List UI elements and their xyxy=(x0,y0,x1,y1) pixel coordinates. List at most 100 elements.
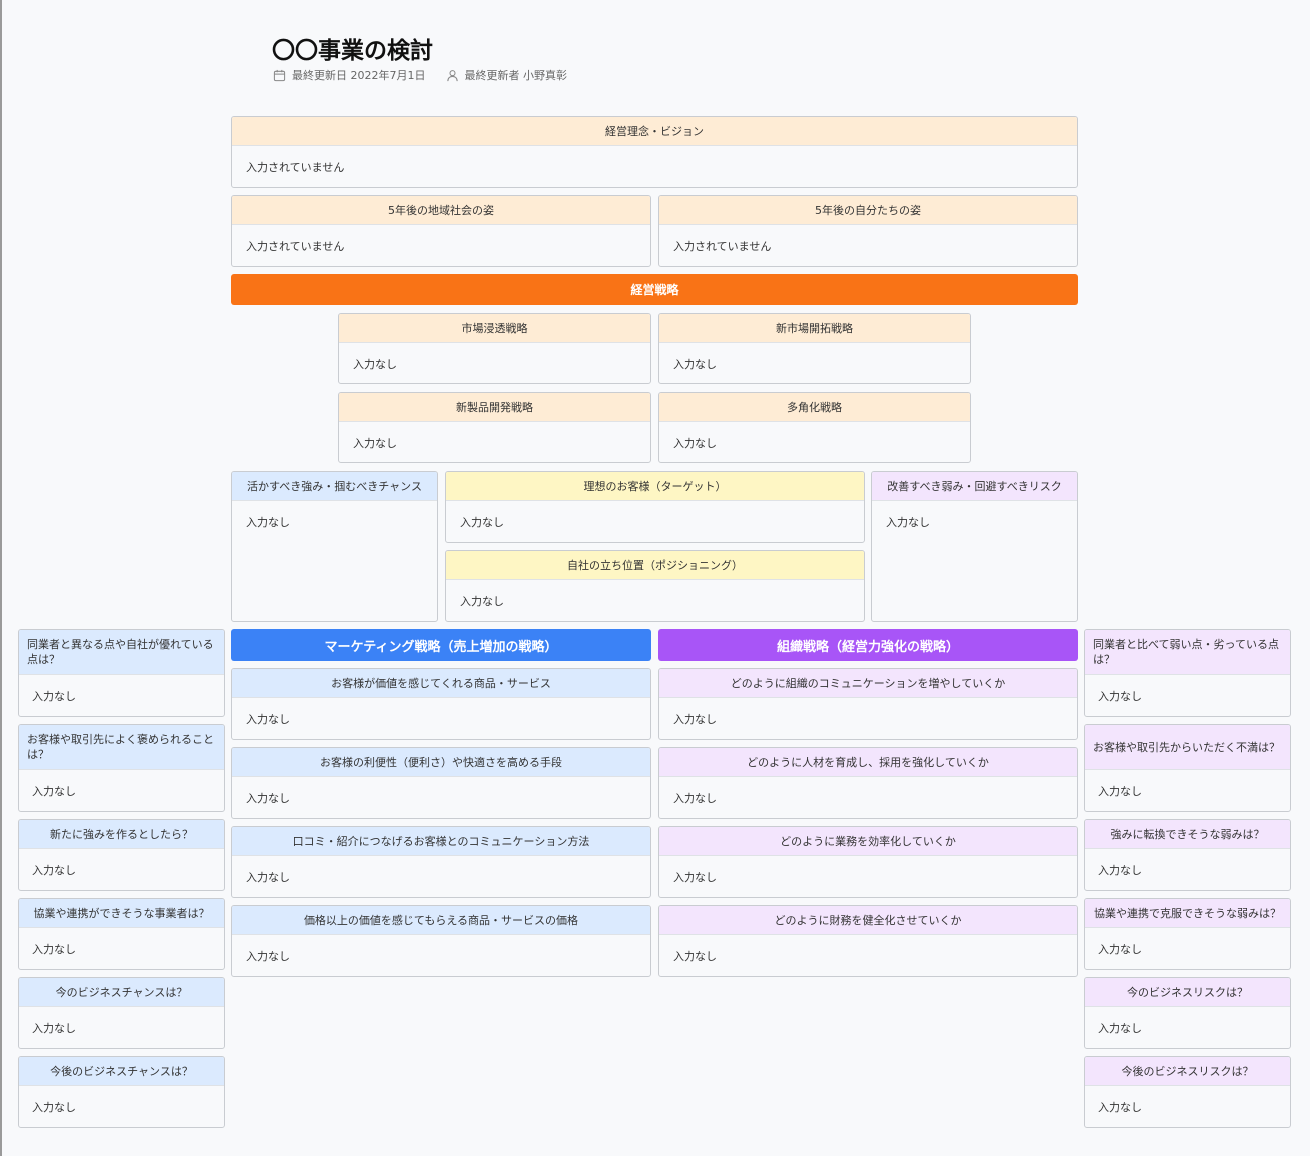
marketing-item[interactable]: 口コミ・紹介につなげるお客様とのコミュニケーション方法 入力なし xyxy=(231,826,651,898)
diversification-label: 多角化戦略 xyxy=(659,393,970,422)
left-question-card[interactable]: 今後のビジネスチャンスは？ 入力なし xyxy=(18,1056,225,1128)
left-question-value: 入力なし xyxy=(32,1101,76,1114)
organization-item[interactable]: どのように人材を育成し、採用を強化していくか 入力なし xyxy=(658,747,1078,819)
strengths-value: 入力なし xyxy=(246,516,290,529)
organization-item-value: 入力なし xyxy=(673,950,717,963)
marketing-item-value: 入力なし xyxy=(246,713,290,726)
target-card[interactable]: 理想のお客様（ターゲット） 入力なし xyxy=(445,471,865,543)
marketing-item-value: 入力なし xyxy=(246,950,290,963)
new-market-label: 新市場開拓戦略 xyxy=(659,314,970,343)
left-question-label: お客様や取引先によく褒められることは？ xyxy=(19,725,224,770)
weaknesses-label: 改善すべき弱み・回避すべきリスク xyxy=(872,472,1077,501)
right-question-card[interactable]: 協業や連携で克服できそうな弱みは？ 入力なし xyxy=(1084,898,1291,970)
organization-item-label: どのように組織のコミュニケーションを増やしていくか xyxy=(659,669,1077,698)
strengths-label: 活かすべき強み・掴むべきチャンス xyxy=(232,472,437,501)
right-question-card[interactable]: 強みに転換できそうな弱みは？ 入力なし xyxy=(1084,819,1291,891)
organization-item-label: どのように財務を健全化させていくか xyxy=(659,906,1077,935)
marketing-item-label: 価格以上の価値を感じてもらえる商品・サービスの価格 xyxy=(232,906,650,935)
left-question-card[interactable]: 今のビジネスチャンスは？ 入力なし xyxy=(18,977,225,1049)
ourselves-label: 5年後の自分たちの姿 xyxy=(659,196,1077,225)
target-label: 理想のお客様（ターゲット） xyxy=(446,472,864,501)
marketing-bar: マーケティング戦略（売上増加の戦略） xyxy=(231,629,651,661)
right-question-value: 入力なし xyxy=(1098,943,1142,956)
positioning-value: 入力なし xyxy=(460,595,504,608)
new-product-card[interactable]: 新製品開発戦略 入力なし xyxy=(338,392,651,463)
right-question-label: 今後のビジネスリスクは？ xyxy=(1085,1057,1290,1086)
community-value: 入力されていません xyxy=(246,240,345,253)
strategy-bar: 経営戦略 xyxy=(231,274,1078,305)
diversification-card[interactable]: 多角化戦略 入力なし xyxy=(658,392,971,463)
community-card[interactable]: 5年後の地域社会の姿 入力されていません xyxy=(231,195,651,267)
right-question-value: 入力なし xyxy=(1098,785,1142,798)
marketing-item[interactable]: 価格以上の価値を感じてもらえる商品・サービスの価格 入力なし xyxy=(231,905,651,977)
left-question-card[interactable]: 同業者と異なる点や自社が優れている点は？ 入力なし xyxy=(18,629,225,717)
target-value: 入力なし xyxy=(460,516,504,529)
page-title: 〇〇事業の検討 xyxy=(272,38,433,64)
left-question-label: 今後のビジネスチャンスは？ xyxy=(19,1057,224,1086)
penetration-card[interactable]: 市場浸透戦略 入力なし xyxy=(338,313,651,384)
organization-item-value: 入力なし xyxy=(673,792,717,805)
left-question-card[interactable]: お客様や取引先によく褒められることは？ 入力なし xyxy=(18,724,225,812)
marketing-item-label: お客様が価値を感じてくれる商品・サービス xyxy=(232,669,650,698)
new-market-value: 入力なし xyxy=(673,358,717,371)
weaknesses-card[interactable]: 改善すべき弱み・回避すべきリスク 入力なし xyxy=(871,471,1078,622)
weaknesses-value: 入力なし xyxy=(886,516,930,529)
right-question-label: 協業や連携で克服できそうな弱みは？ xyxy=(1085,899,1290,928)
left-question-value: 入力なし xyxy=(32,943,76,956)
organization-item-label: どのように業務を効率化していくか xyxy=(659,827,1077,856)
community-label: 5年後の地域社会の姿 xyxy=(232,196,650,225)
left-question-label: 協業や連携ができそうな事業者は？ xyxy=(19,899,224,928)
last-updated-text: 最終更新日 2022年7月1日 xyxy=(292,69,426,82)
ourselves-card[interactable]: 5年後の自分たちの姿 入力されていません xyxy=(658,195,1078,267)
left-question-value: 入力なし xyxy=(32,1022,76,1035)
left-question-value: 入力なし xyxy=(32,690,76,703)
left-question-value: 入力なし xyxy=(32,864,76,877)
organization-item-value: 入力なし xyxy=(673,713,717,726)
left-question-value: 入力なし xyxy=(32,785,76,798)
diversification-value: 入力なし xyxy=(673,437,717,450)
left-question-label: 今のビジネスチャンスは？ xyxy=(19,978,224,1007)
penetration-label: 市場浸透戦略 xyxy=(339,314,650,343)
organization-item[interactable]: どのように組織のコミュニケーションを増やしていくか 入力なし xyxy=(658,668,1078,740)
organization-item[interactable]: どのように業務を効率化していくか 入力なし xyxy=(658,826,1078,898)
right-question-label: 強みに転換できそうな弱みは？ xyxy=(1085,820,1290,849)
right-question-value: 入力なし xyxy=(1098,690,1142,703)
left-question-label: 新たに強みを作るとしたら？ xyxy=(19,820,224,849)
philosophy-card[interactable]: 経営理念・ビジョン 入力されていません xyxy=(231,116,1078,188)
right-question-label: 今のビジネスリスクは？ xyxy=(1085,978,1290,1007)
right-question-label: お客様や取引先からいただく不満は？ xyxy=(1085,725,1290,770)
penetration-value: 入力なし xyxy=(353,358,397,371)
positioning-card[interactable]: 自社の立ち位置（ポジショニング） 入力なし xyxy=(445,550,865,622)
organization-item[interactable]: どのように財務を健全化させていくか 入力なし xyxy=(658,905,1078,977)
right-question-card[interactable]: お客様や取引先からいただく不満は？ 入力なし xyxy=(1084,724,1291,812)
left-question-label: 同業者と異なる点や自社が優れている点は？ xyxy=(19,630,224,675)
left-question-card[interactable]: 協業や連携ができそうな事業者は？ 入力なし xyxy=(18,898,225,970)
marketing-item-label: 口コミ・紹介につなげるお客様とのコミュニケーション方法 xyxy=(232,827,650,856)
right-question-card[interactable]: 同業者と比べて弱い点・劣っている点は？ 入力なし xyxy=(1084,629,1291,717)
user-icon xyxy=(446,69,458,81)
last-updated: 最終更新日 2022年7月1日 xyxy=(273,67,426,83)
organization-item-label: どのように人材を育成し、採用を強化していくか xyxy=(659,748,1077,777)
strengths-card[interactable]: 活かすべき強み・掴むべきチャンス 入力なし xyxy=(231,471,438,622)
left-question-card[interactable]: 新たに強みを作るとしたら？ 入力なし xyxy=(18,819,225,891)
positioning-label: 自社の立ち位置（ポジショニング） xyxy=(446,551,864,580)
right-question-card[interactable]: 今のビジネスリスクは？ 入力なし xyxy=(1084,977,1291,1049)
last-editor: 最終更新者 小野真彰 xyxy=(446,67,568,83)
philosophy-value: 入力されていません xyxy=(246,161,345,174)
marketing-item-label: お客様の利便性（便利さ）や快適さを高める手段 xyxy=(232,748,650,777)
organization-bar: 組織戦略（経営力強化の戦略） xyxy=(658,629,1078,661)
new-market-card[interactable]: 新市場開拓戦略 入力なし xyxy=(658,313,971,384)
right-question-value: 入力なし xyxy=(1098,1101,1142,1114)
ourselves-value: 入力されていません xyxy=(673,240,772,253)
marketing-item-value: 入力なし xyxy=(246,792,290,805)
right-question-value: 入力なし xyxy=(1098,864,1142,877)
right-question-card[interactable]: 今後のビジネスリスクは？ 入力なし xyxy=(1084,1056,1291,1128)
philosophy-label: 経営理念・ビジョン xyxy=(232,117,1077,146)
marketing-item[interactable]: お客様が価値を感じてくれる商品・サービス 入力なし xyxy=(231,668,651,740)
calendar-icon xyxy=(273,69,286,81)
last-editor-text: 最終更新者 小野真彰 xyxy=(464,69,568,82)
new-product-label: 新製品開発戦略 xyxy=(339,393,650,422)
organization-item-value: 入力なし xyxy=(673,871,717,884)
marketing-item[interactable]: お客様の利便性（便利さ）や快適さを高める手段 入力なし xyxy=(231,747,651,819)
right-question-value: 入力なし xyxy=(1098,1022,1142,1035)
